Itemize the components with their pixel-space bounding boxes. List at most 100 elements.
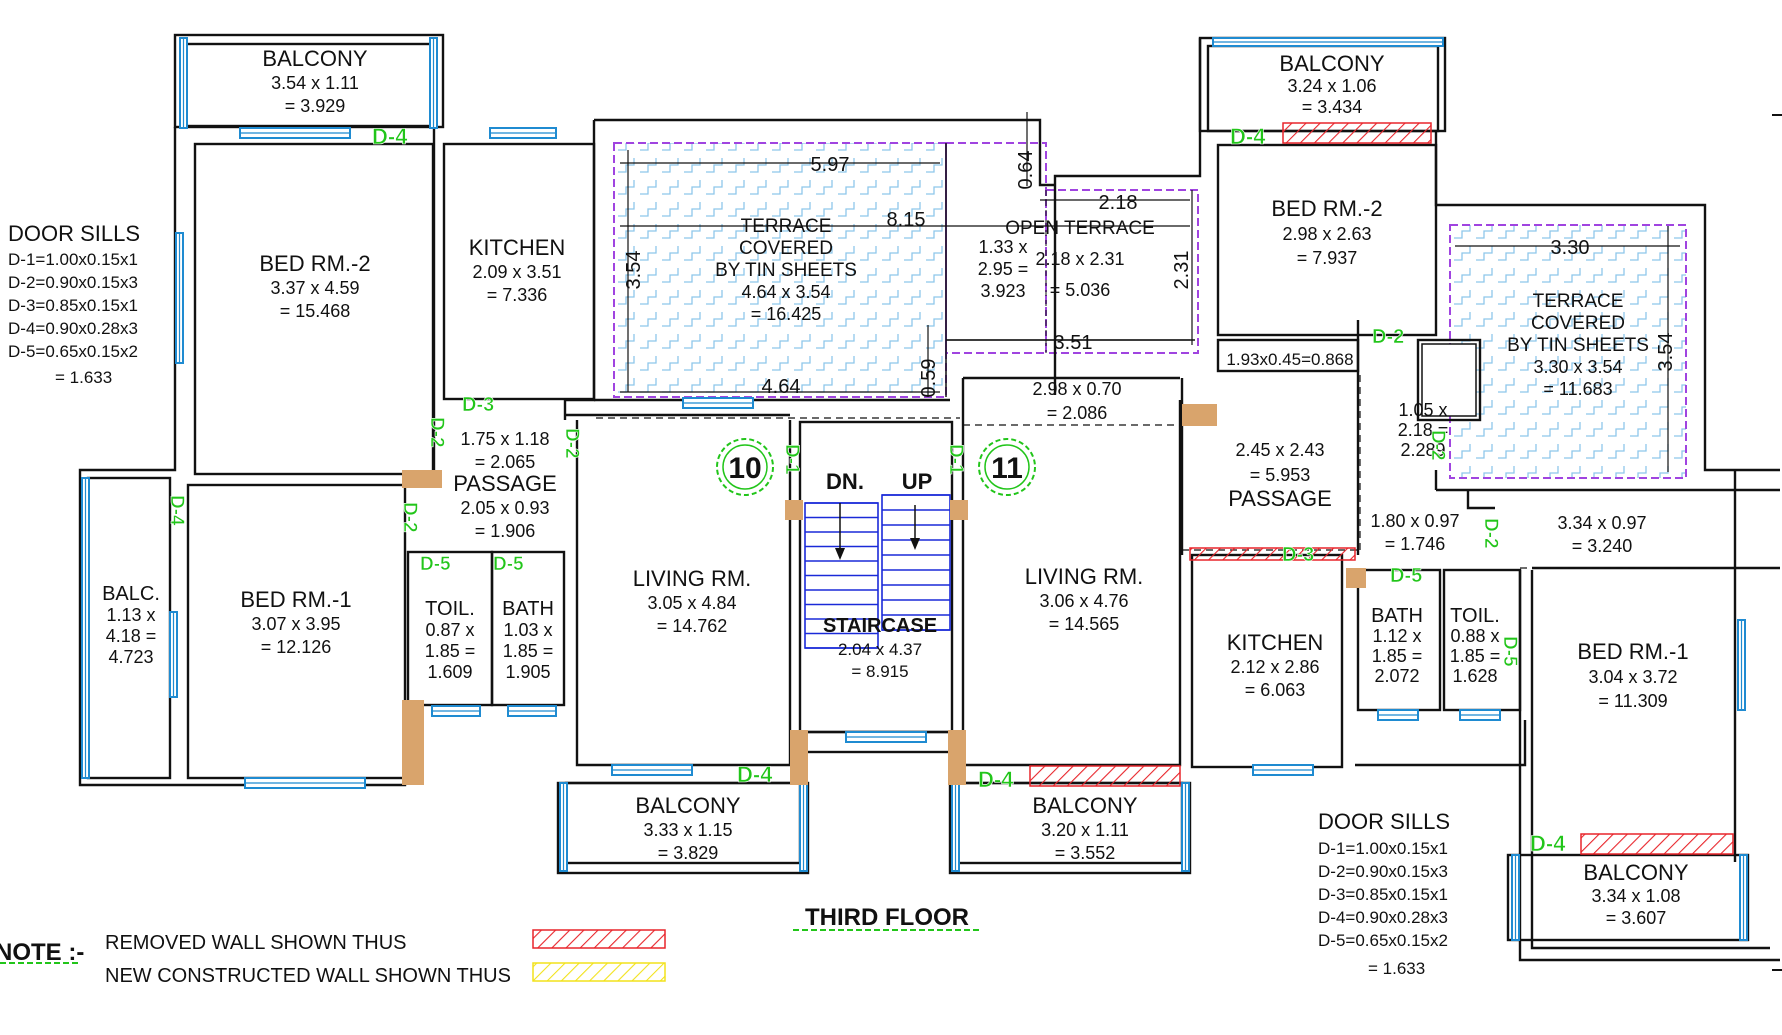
room-label-balcony-br: 3.20 x 1.11 [1041,820,1129,840]
windows [81,37,1748,941]
room-label-toil-r: 1.628 [1452,666,1497,686]
room-label-corr-r: 3.34 x 0.97 [1557,513,1646,533]
dim-label: 0.59 [918,359,940,398]
room-label-passage-l: PASSAGE [453,471,557,496]
staircase-dims: 2.04 x 4.37 [838,640,922,659]
room-label-bath-l: 1.85 = [503,641,554,661]
room-label-terrace-c: COVERED [739,238,833,259]
door-d3-label: D-3 [1282,544,1314,566]
room-label-terrace-r: BY TIN SHEETS [1507,335,1649,356]
room-label-passage-r: PASSAGE [1228,486,1332,511]
room-label-toil-l: 1.85 = [425,641,476,661]
room-label-bed1-l: BED RM.-1 [240,587,351,612]
room-label-bath-r: BATH [1371,605,1423,627]
staircase-name: STAIRCASE [823,615,937,637]
room-label-ped-r: 1.05 x [1398,400,1447,420]
stair-treads-up [881,494,951,631]
room-label-terrace-c: 4.64 x 3.54 [741,282,830,302]
dim-label: 5.97 [811,154,850,176]
room-label-living-l: LIVING RM. [633,566,752,591]
room-label-open-terr-b: = 5.036 [1050,280,1111,300]
room-label-strip-r: 2.98 x 0.70 [1032,379,1121,399]
stair-up-label: UP [902,469,933,494]
door-d4-label: D-4 [372,124,408,149]
note-removed-text: REMOVED WALL SHOWN THUS [105,932,407,954]
flat-10-inner-circle [722,444,768,490]
door-sill-item: D-1=1.00x0.15x1 [1318,839,1448,858]
room-label-bed2-r: 2.98 x 2.63 [1282,224,1371,244]
room-label-bed2-l: BED RM.-2 [259,251,370,276]
flat-number-left: 10 [728,452,761,485]
room-label-balc-l: 4.723 [108,647,153,667]
room-label-small-r: 1.93x0.45=0.868 [1226,350,1353,369]
stair-dn-label: DN. [826,469,864,494]
door-d5-label: D-5 [1499,636,1520,667]
room-label-balcony-tl: BALCONY [262,46,367,71]
stair-flight [881,494,951,631]
staircase [790,420,962,754]
room-label-ped-r2: = 1.746 [1385,534,1446,554]
room-label-terrace-r: COVERED [1531,313,1625,334]
room-label-balcony-r: = 3.607 [1606,908,1667,928]
room-label-bed1-l: 3.07 x 3.95 [251,614,340,634]
note-label: NOTE :- [0,939,84,966]
dim-label: 4.64 [762,376,801,398]
dim-label: 3.30 [1551,237,1590,259]
room-label-strip-r: = 2.086 [1047,403,1108,423]
door-d4-label: D-4 [166,495,187,526]
room-label-balcony-bl: = 3.829 [658,843,719,863]
room-label-bed2-r: = 7.937 [1297,248,1358,268]
removed-walls [532,122,1734,982]
door-sill-item: D-5=0.65x0.15x2 [1318,931,1448,950]
door-sill-item: D-1=1.00x0.15x1 [8,250,138,269]
door-labels: D-4 D-3 D-5 D-5 D-4 D-4 D-4 D-2 D-3 D-5 … [166,124,1567,857]
door-d2-label: D-2 [561,428,582,459]
room-label-toil-l: TOIL. [425,598,475,620]
room-label-passage-l: = 2.065 [475,452,536,472]
room-label-balc-l: BALC. [102,583,160,605]
door-d4-label: D-4 [737,762,773,787]
door-d1-label: D-1 [945,444,966,475]
room-label-open-terr-a: 3.923 [980,281,1025,301]
room-label-open-terr-b: OPEN TERRACE [1005,218,1155,239]
note-legend: NOTE :- REMOVED WALL SHOWN THUS NEW CONS… [0,932,511,987]
room-label-balc-l: 1.13 x [106,605,155,625]
room-label-terrace-r: TERRACE [1533,291,1624,312]
dim-label: 2.31 [1171,251,1193,290]
door-d2-label: D-2 [1372,326,1404,348]
door-d2-label: D-2 [426,417,447,448]
room-label-kitchen-l: 2.09 x 3.51 [472,262,561,282]
room-label-kitchen-r: = 6.063 [1245,680,1306,700]
central-terrace [613,142,1199,398]
room-label-living-r: LIVING RM. [1025,564,1144,589]
room-label-passage-r: = 5.953 [1250,465,1311,485]
room-label-toil-r: TOIL. [1450,605,1500,627]
door-sill-item: D-2=0.90x0.15x3 [8,273,138,292]
door-d4-label: D-4 [1530,831,1566,856]
door-d5-label: D-5 [493,554,524,575]
room-label-balcony-tr: 3.24 x 1.06 [1287,76,1376,96]
door-d4-label: D-4 [1230,124,1266,149]
room-label-kitchen-r: KITCHEN [1227,630,1324,655]
room-label-bed2-r: BED RM.-2 [1271,196,1382,221]
room-label-passage-r: 2.45 x 2.43 [1235,440,1324,460]
room-label-bed2-l: 3.37 x 4.59 [270,278,359,298]
room-label-toil-l: 1.609 [427,662,472,682]
stair-treads-down [804,502,879,649]
room-label-bed1-l: = 12.126 [261,637,332,657]
dimension-lines [620,112,1680,472]
dim-label: 8.15 [887,209,926,231]
room-label-terrace-r: 3.30 x 3.54 [1533,357,1622,377]
room-label-bath-r: 2.072 [1374,666,1419,686]
room-label-corr-r: = 3.240 [1572,536,1633,556]
flat-number-right: 11 [991,452,1023,485]
room-label-balcony-br: BALCONY [1032,793,1137,818]
room-label-terrace-c: TERRACE [741,216,832,237]
legend-new-swatch [532,962,666,982]
door-sill-total: = 1.633 [1368,959,1425,978]
door-sill-item: D-5=0.65x0.15x2 [8,342,138,361]
door-d1-label: D-1 [781,444,802,475]
room-label-open-terr-b: 2.18 x 2.31 [1035,249,1124,269]
door-d3-label: D-3 [462,394,494,416]
